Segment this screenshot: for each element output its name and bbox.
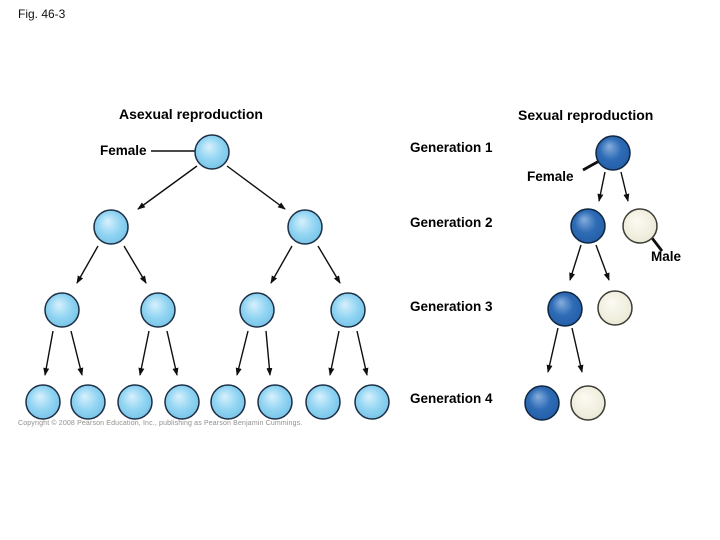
sexual-female-organism (570, 208, 606, 244)
descent-arrow (270, 245, 293, 284)
generation-3-label: Generation 3 (410, 299, 493, 314)
descent-arrow (138, 330, 150, 376)
asexual-female-organism (194, 134, 230, 170)
sexual-female-label: Female (527, 169, 574, 184)
asexual-female-organism (239, 292, 275, 328)
generation-4-label: Generation 4 (410, 391, 493, 406)
descent-arrow (546, 327, 559, 373)
descent-arrow (597, 171, 606, 202)
sexual-male-organism (597, 290, 633, 326)
figure-label: Fig. 46-3 (18, 7, 66, 21)
asexual-female-organism (44, 292, 80, 328)
asexual-female-label: Female (100, 143, 147, 158)
generation-2-label: Generation 2 (410, 215, 493, 230)
asexual-female-organism (25, 384, 61, 420)
asexual-female-organism (93, 209, 129, 245)
sexual-tree (524, 135, 664, 421)
descent-arrow (226, 165, 286, 210)
descent-arrow (328, 330, 340, 376)
descent-arrow (137, 165, 198, 210)
sexual-title: Sexual reproduction (518, 107, 654, 123)
descent-arrow (43, 330, 54, 376)
asexual-female-organism (305, 384, 341, 420)
asexual-tree (25, 134, 390, 420)
asexual-female-organism (117, 384, 153, 420)
sexual-female-organism (595, 135, 631, 171)
asexual-female-organism (330, 292, 366, 328)
descent-arrow (265, 330, 273, 376)
descent-arrow (317, 245, 341, 284)
descent-arrow (70, 330, 84, 376)
sexual-female-organism (524, 385, 560, 421)
descent-arrow (235, 330, 249, 376)
descent-arrow (571, 327, 584, 373)
sexual-female-organism (547, 291, 583, 327)
asexual-female-organism (354, 384, 390, 420)
descent-arrow (595, 244, 610, 281)
asexual-female-organism (210, 384, 246, 420)
generation-1-label: Generation 1 (410, 140, 493, 155)
asexual-title: Asexual reproduction (119, 106, 263, 122)
descent-arrow (76, 245, 99, 284)
descent-arrow (123, 245, 147, 284)
descent-arrow (356, 330, 369, 376)
male-label-pointer (650, 237, 664, 252)
asexual-female-organism (140, 292, 176, 328)
asexual-female-organism (287, 209, 323, 245)
sexual-male-organism (622, 208, 658, 244)
copyright-text: Copyright © 2008 Pearson Education, Inc.… (18, 420, 303, 427)
sexual-male-label: Male (651, 249, 682, 264)
asexual-female-organism (257, 384, 293, 420)
descent-arrow (620, 171, 630, 202)
descent-arrow (166, 330, 179, 376)
sexual-male-organism (570, 385, 606, 421)
asexual-female-organism (164, 384, 200, 420)
asexual-female-organism (70, 384, 106, 420)
descent-arrow (569, 244, 582, 281)
